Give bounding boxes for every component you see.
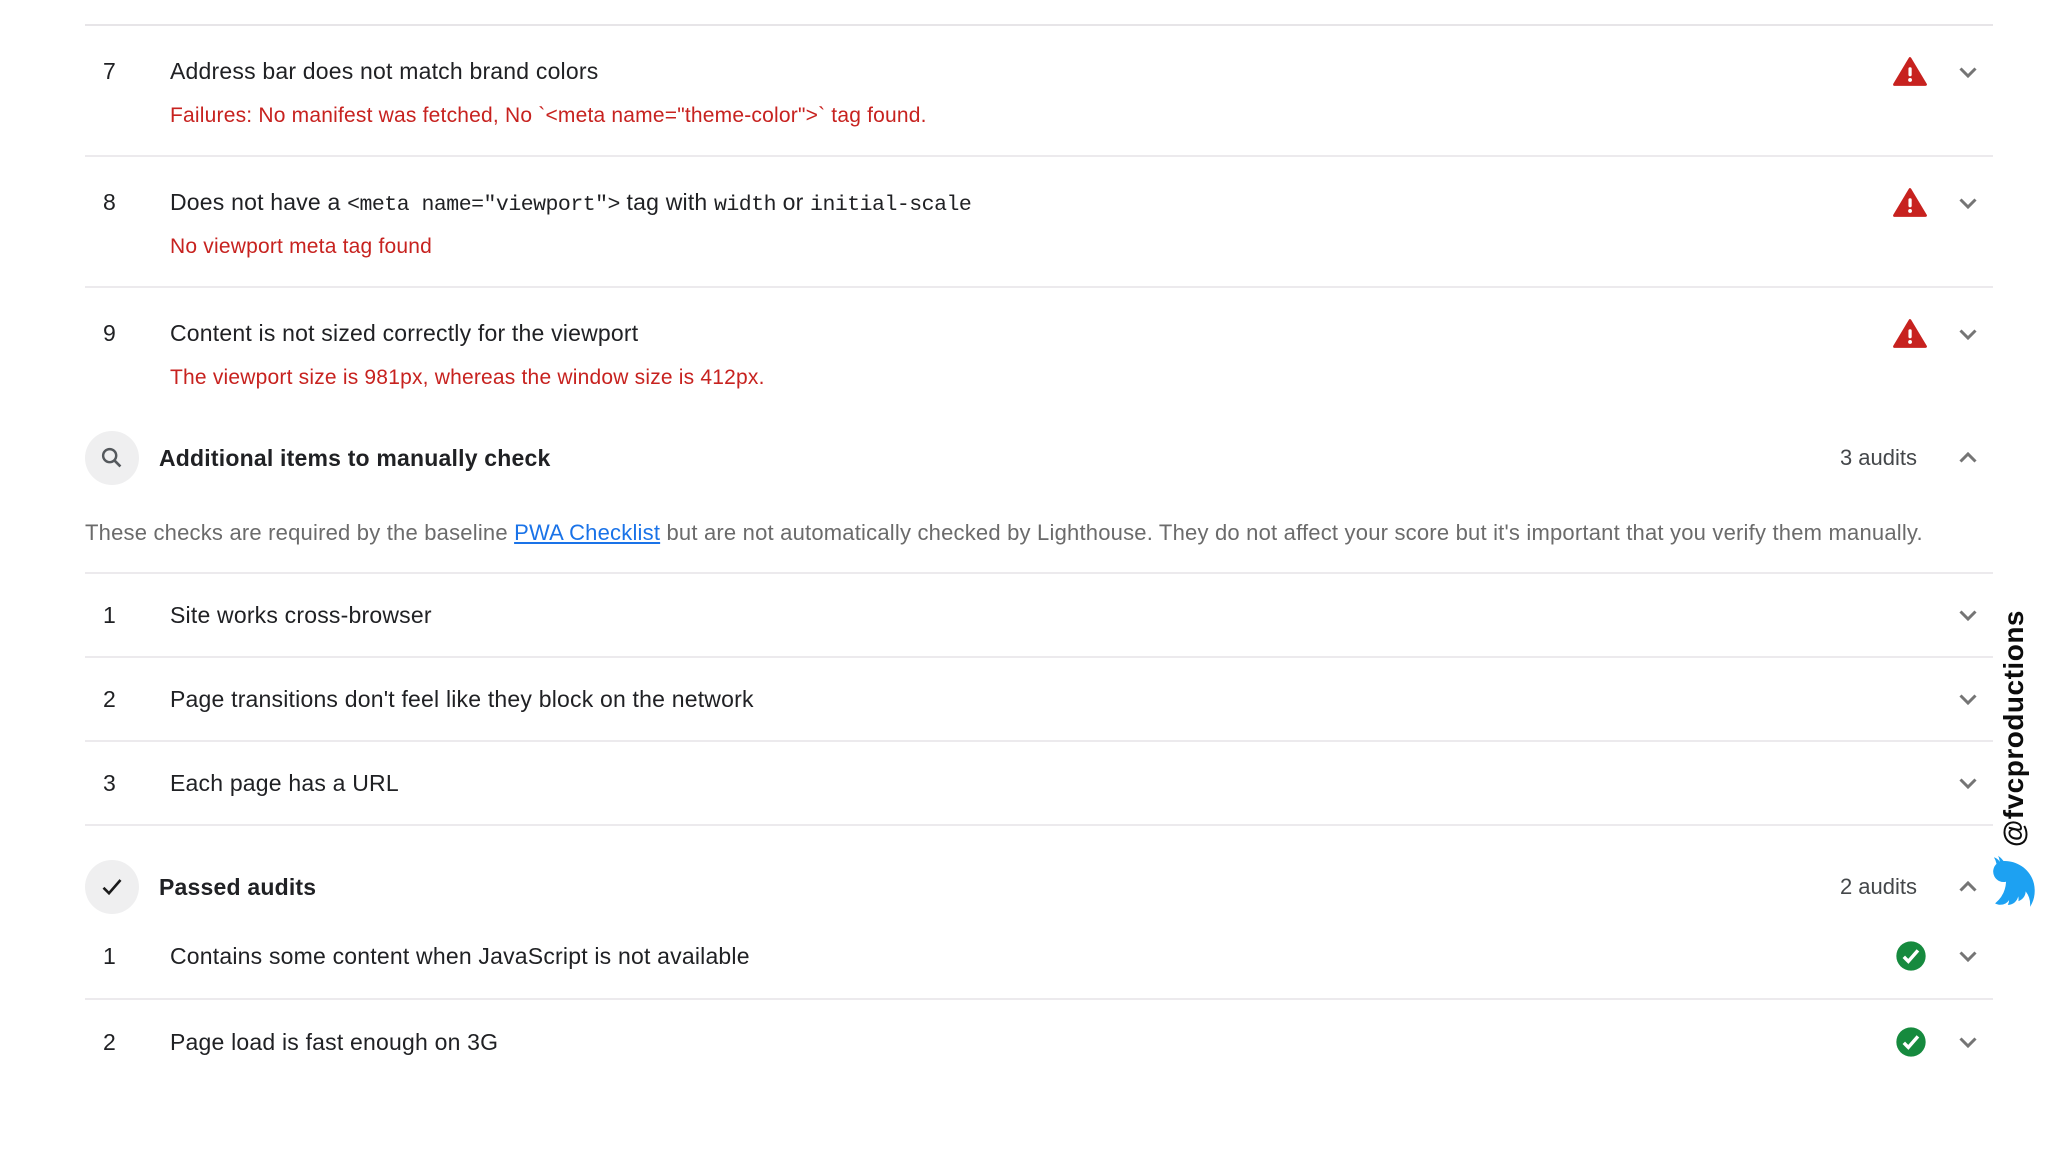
section-title: Passed audits <box>159 873 317 900</box>
passed-audit-row-2[interactable]: 2 Page load is fast enough on 3G <box>85 1000 1993 1084</box>
divider <box>85 24 1993 26</box>
code-snippet: <meta name="viewport"> <box>347 192 620 217</box>
audits-count: 2 audits <box>1839 874 1917 899</box>
section-title: Additional items to manually check <box>159 444 551 471</box>
audit-title: Contains some content when JavaScript is… <box>170 942 750 969</box>
audit-number: 3 <box>103 769 116 796</box>
chevron-down-icon[interactable] <box>1953 768 1983 798</box>
manual-check-row-2[interactable]: 2 Page transitions don't feel like they … <box>85 658 1993 742</box>
audit-row-7[interactable]: 7 Address bar does not match brand color… <box>85 26 1993 157</box>
pass-check-icon <box>1895 1026 1927 1058</box>
warning-triangle-icon <box>1893 318 1927 349</box>
audit-row-8[interactable]: 8 Does not have a <meta name="viewport">… <box>85 157 1993 288</box>
failure-text: Failures: No manifest was fetched, No `<… <box>170 104 927 127</box>
audit-title: Page load is fast enough on 3G <box>170 1028 499 1055</box>
pwa-checklist-link[interactable]: PWA Checklist <box>514 520 661 545</box>
audit-title: Address bar does not match brand colors <box>170 58 599 84</box>
warning-triangle-icon <box>1893 187 1927 218</box>
audit-number: 8 <box>103 189 116 215</box>
passed-section-header[interactable]: Passed audits 2 audits <box>85 860 1993 914</box>
chevron-down-icon[interactable] <box>1953 57 1983 87</box>
section-description: These checks are required by the baselin… <box>85 520 1923 545</box>
chevron-down-icon[interactable] <box>1953 188 1983 218</box>
chevron-up-icon[interactable] <box>1953 872 1983 902</box>
manual-checks-section: Additional items to manually check 3 aud… <box>85 431 1993 826</box>
audit-title: Does not have a <meta name="viewport"> t… <box>170 188 972 217</box>
audits-count: 3 audits <box>1839 445 1917 470</box>
audit-title: Content is not sized correctly for the v… <box>170 320 639 346</box>
watermark-handle: @fvcproductions <box>1998 610 2029 848</box>
manual-check-row-3[interactable]: 3 Each page has a URL <box>85 742 1993 826</box>
audit-number: 9 <box>103 320 116 346</box>
manual-check-row-1[interactable]: 1 Site works cross-browser <box>85 574 1993 658</box>
audit-number: 7 <box>103 58 116 84</box>
passed-audit-row-1[interactable]: 1 Contains some content when JavaScript … <box>85 914 1993 1000</box>
watermark: @fvcproductions <box>1984 610 2044 909</box>
audit-title: Each page has a URL <box>170 769 399 796</box>
chevron-down-icon[interactable] <box>1953 319 1983 349</box>
chevron-down-icon[interactable] <box>1953 684 1983 714</box>
pass-check-icon <box>1895 940 1927 972</box>
audit-number: 2 <box>103 685 116 712</box>
check-icon <box>85 860 139 914</box>
audit-title: Site works cross-browser <box>170 601 432 628</box>
warning-triangle-icon <box>1893 56 1927 87</box>
failure-text: The viewport size is 981px, whereas the … <box>170 366 765 389</box>
audit-number: 1 <box>103 942 116 969</box>
code-snippet: width <box>714 192 777 217</box>
twitter-bird-icon <box>1987 855 2041 909</box>
audit-number: 1 <box>103 601 116 628</box>
failure-text: No viewport meta tag found <box>170 235 433 258</box>
chevron-down-icon[interactable] <box>1953 941 1983 971</box>
audit-title: Page transitions don't feel like they bl… <box>170 685 754 712</box>
passed-audits-list: 1 Contains some content when JavaScript … <box>85 914 1993 1084</box>
code-snippet: initial-scale <box>810 192 972 217</box>
audit-row-9[interactable]: 9 Content is not sized correctly for the… <box>85 288 1993 391</box>
chevron-down-icon[interactable] <box>1953 1027 1983 1057</box>
failed-audits-list: 7 Address bar does not match brand color… <box>85 26 1993 391</box>
passed-audits-section: Passed audits 2 audits 1 Contains some c… <box>85 860 1993 1084</box>
chevron-down-icon[interactable] <box>1953 600 1983 630</box>
magnifier-icon <box>85 431 139 485</box>
manual-checks-list: 1 Site works cross-browser 2 Page transi… <box>85 572 1993 826</box>
audit-number: 2 <box>103 1028 116 1055</box>
chevron-up-icon[interactable] <box>1953 443 1983 473</box>
manual-section-header[interactable]: Additional items to manually check 3 aud… <box>85 431 1993 485</box>
lighthouse-report: 7 Address bar does not match brand color… <box>0 24 2048 1084</box>
